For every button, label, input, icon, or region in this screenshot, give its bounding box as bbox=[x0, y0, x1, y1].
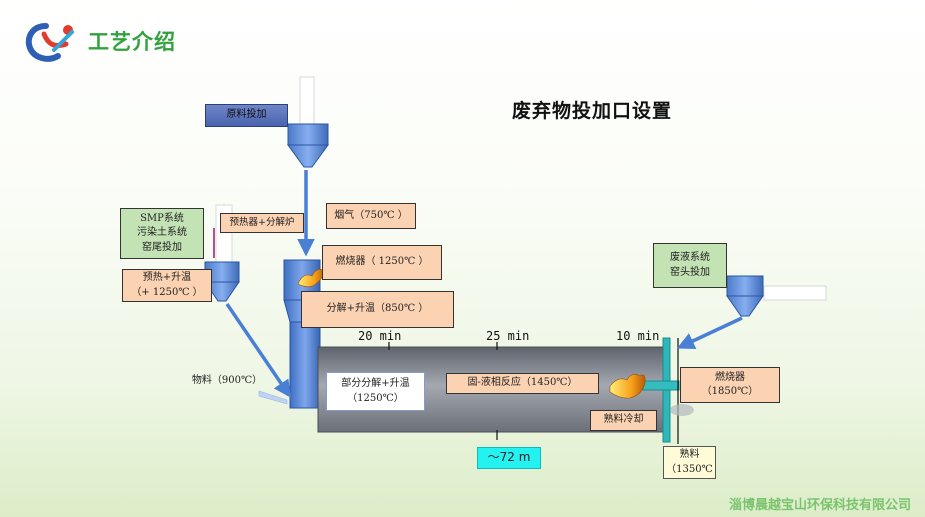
kiln-length-label: ～72 m bbox=[477, 447, 541, 469]
top-hopper-body bbox=[287, 123, 329, 146]
right-hopper-cone bbox=[726, 295, 764, 317]
clinker-dust bbox=[670, 404, 694, 416]
flue-gas-label: 烟气（750℃ ） bbox=[326, 203, 416, 229]
preheater-calciner-label: 预热器+分解炉 bbox=[220, 213, 304, 233]
feed-arrow-left bbox=[225, 303, 291, 398]
left-hopper-cone bbox=[204, 281, 240, 302]
material-temp-label: 物料（900℃） bbox=[191, 374, 263, 386]
raw-material-feed-label: 原料投加 bbox=[205, 104, 288, 127]
clinker-label: 熟料 （1350℃ bbox=[663, 446, 716, 479]
company-logo-icon bbox=[25, 23, 74, 62]
riser-duct bbox=[289, 321, 321, 409]
burner-right-label: 燃烧器 （1850℃） bbox=[680, 367, 780, 403]
feed-arrow-right bbox=[676, 316, 743, 349]
page-header-title: 工艺介绍 bbox=[88, 30, 176, 54]
top-hopper-cone bbox=[287, 144, 329, 168]
decompose-heat-label: 分解+升温（850℃ ） bbox=[301, 291, 454, 328]
burner-pipe bbox=[642, 380, 680, 391]
top-chimney bbox=[299, 76, 315, 126]
solid-liquid-reaction-label: 固-液相反应（1450℃） bbox=[446, 373, 599, 394]
smp-systems-label: SMP系统 污染土系统 窑尾投加 bbox=[120, 208, 204, 259]
burner-top-label: 燃烧器（ 1250℃ ） bbox=[322, 245, 442, 280]
right-hopper-body bbox=[726, 275, 764, 297]
clinker-cooling-label: 熟料冷却 bbox=[590, 410, 657, 431]
material-stream bbox=[258, 390, 288, 405]
right-chimney bbox=[763, 285, 827, 301]
diagram-title: 废弃物投加口设置 bbox=[512, 100, 673, 122]
company-name: 淄博晨越宝山环保科技有限公司 bbox=[728, 498, 911, 513]
preheat-heat-label: 预热+升温 （+ 1250℃ ） bbox=[122, 269, 212, 302]
time-section-20: 20 min bbox=[358, 329, 402, 343]
flame-right bbox=[609, 373, 646, 399]
time-section-25: 25 min bbox=[486, 329, 530, 343]
waste-liquid-label: 废液系统 窑头投加 bbox=[653, 243, 727, 288]
partial-decomposition-label: 部分分解+升温 （1250℃） bbox=[326, 372, 425, 411]
time-section-10: 10 min bbox=[616, 329, 660, 343]
